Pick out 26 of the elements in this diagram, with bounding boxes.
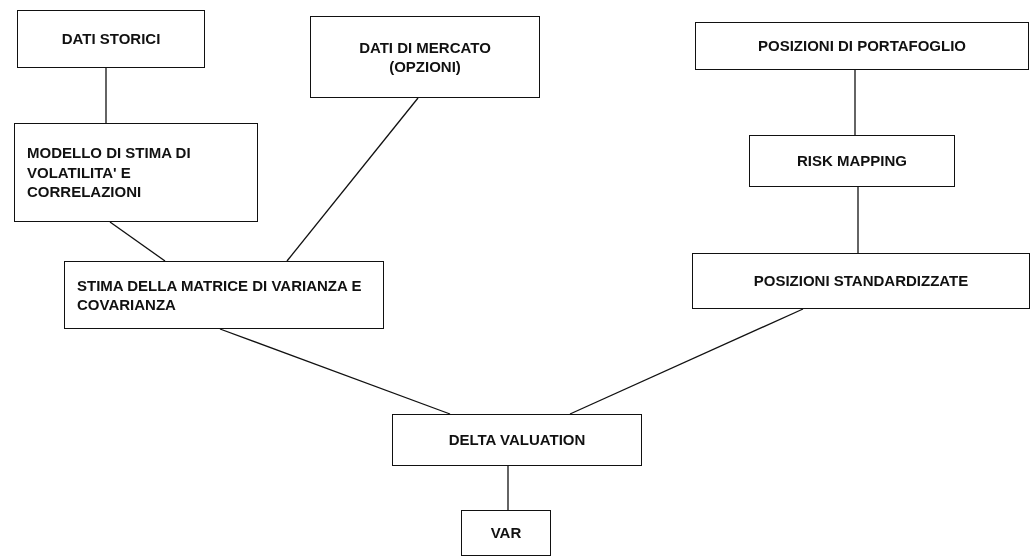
connector-line (507, 465, 509, 511)
process-box (392, 414, 642, 466)
connector-line (286, 97, 419, 262)
box-label: MODELLO DI STIMA DI VOLATILITA' E CORRELAZIONI (27, 143, 192, 202)
process-box (310, 16, 540, 98)
box-label: STIMA DELLA MATRICE DI VARIANZA E COVARIANZA (77, 275, 363, 315)
box-label: POSIZIONI STANDARDIZZATE (753, 271, 969, 291)
connector-line (857, 186, 859, 254)
connector-line (109, 221, 166, 262)
box-label: POSIZIONI DI PORTAFOGLIO (757, 36, 967, 56)
box-label: DATI STORICI (61, 29, 161, 49)
connector-line (569, 308, 804, 415)
process-box (749, 135, 955, 187)
box-label: VAR (490, 523, 522, 543)
box-label: DATI DI MERCATO (OPZIONI) (358, 37, 492, 77)
process-box (461, 510, 551, 556)
connector-line (854, 69, 856, 136)
connector-line (219, 328, 451, 415)
process-box (14, 123, 258, 222)
process-box (695, 22, 1029, 70)
box-label: RISK MAPPING (797, 151, 907, 171)
box-label: DELTA VALUATION (448, 430, 586, 450)
connector-line (105, 67, 107, 124)
process-box (17, 10, 205, 68)
process-box (64, 261, 384, 329)
process-box (692, 253, 1030, 309)
